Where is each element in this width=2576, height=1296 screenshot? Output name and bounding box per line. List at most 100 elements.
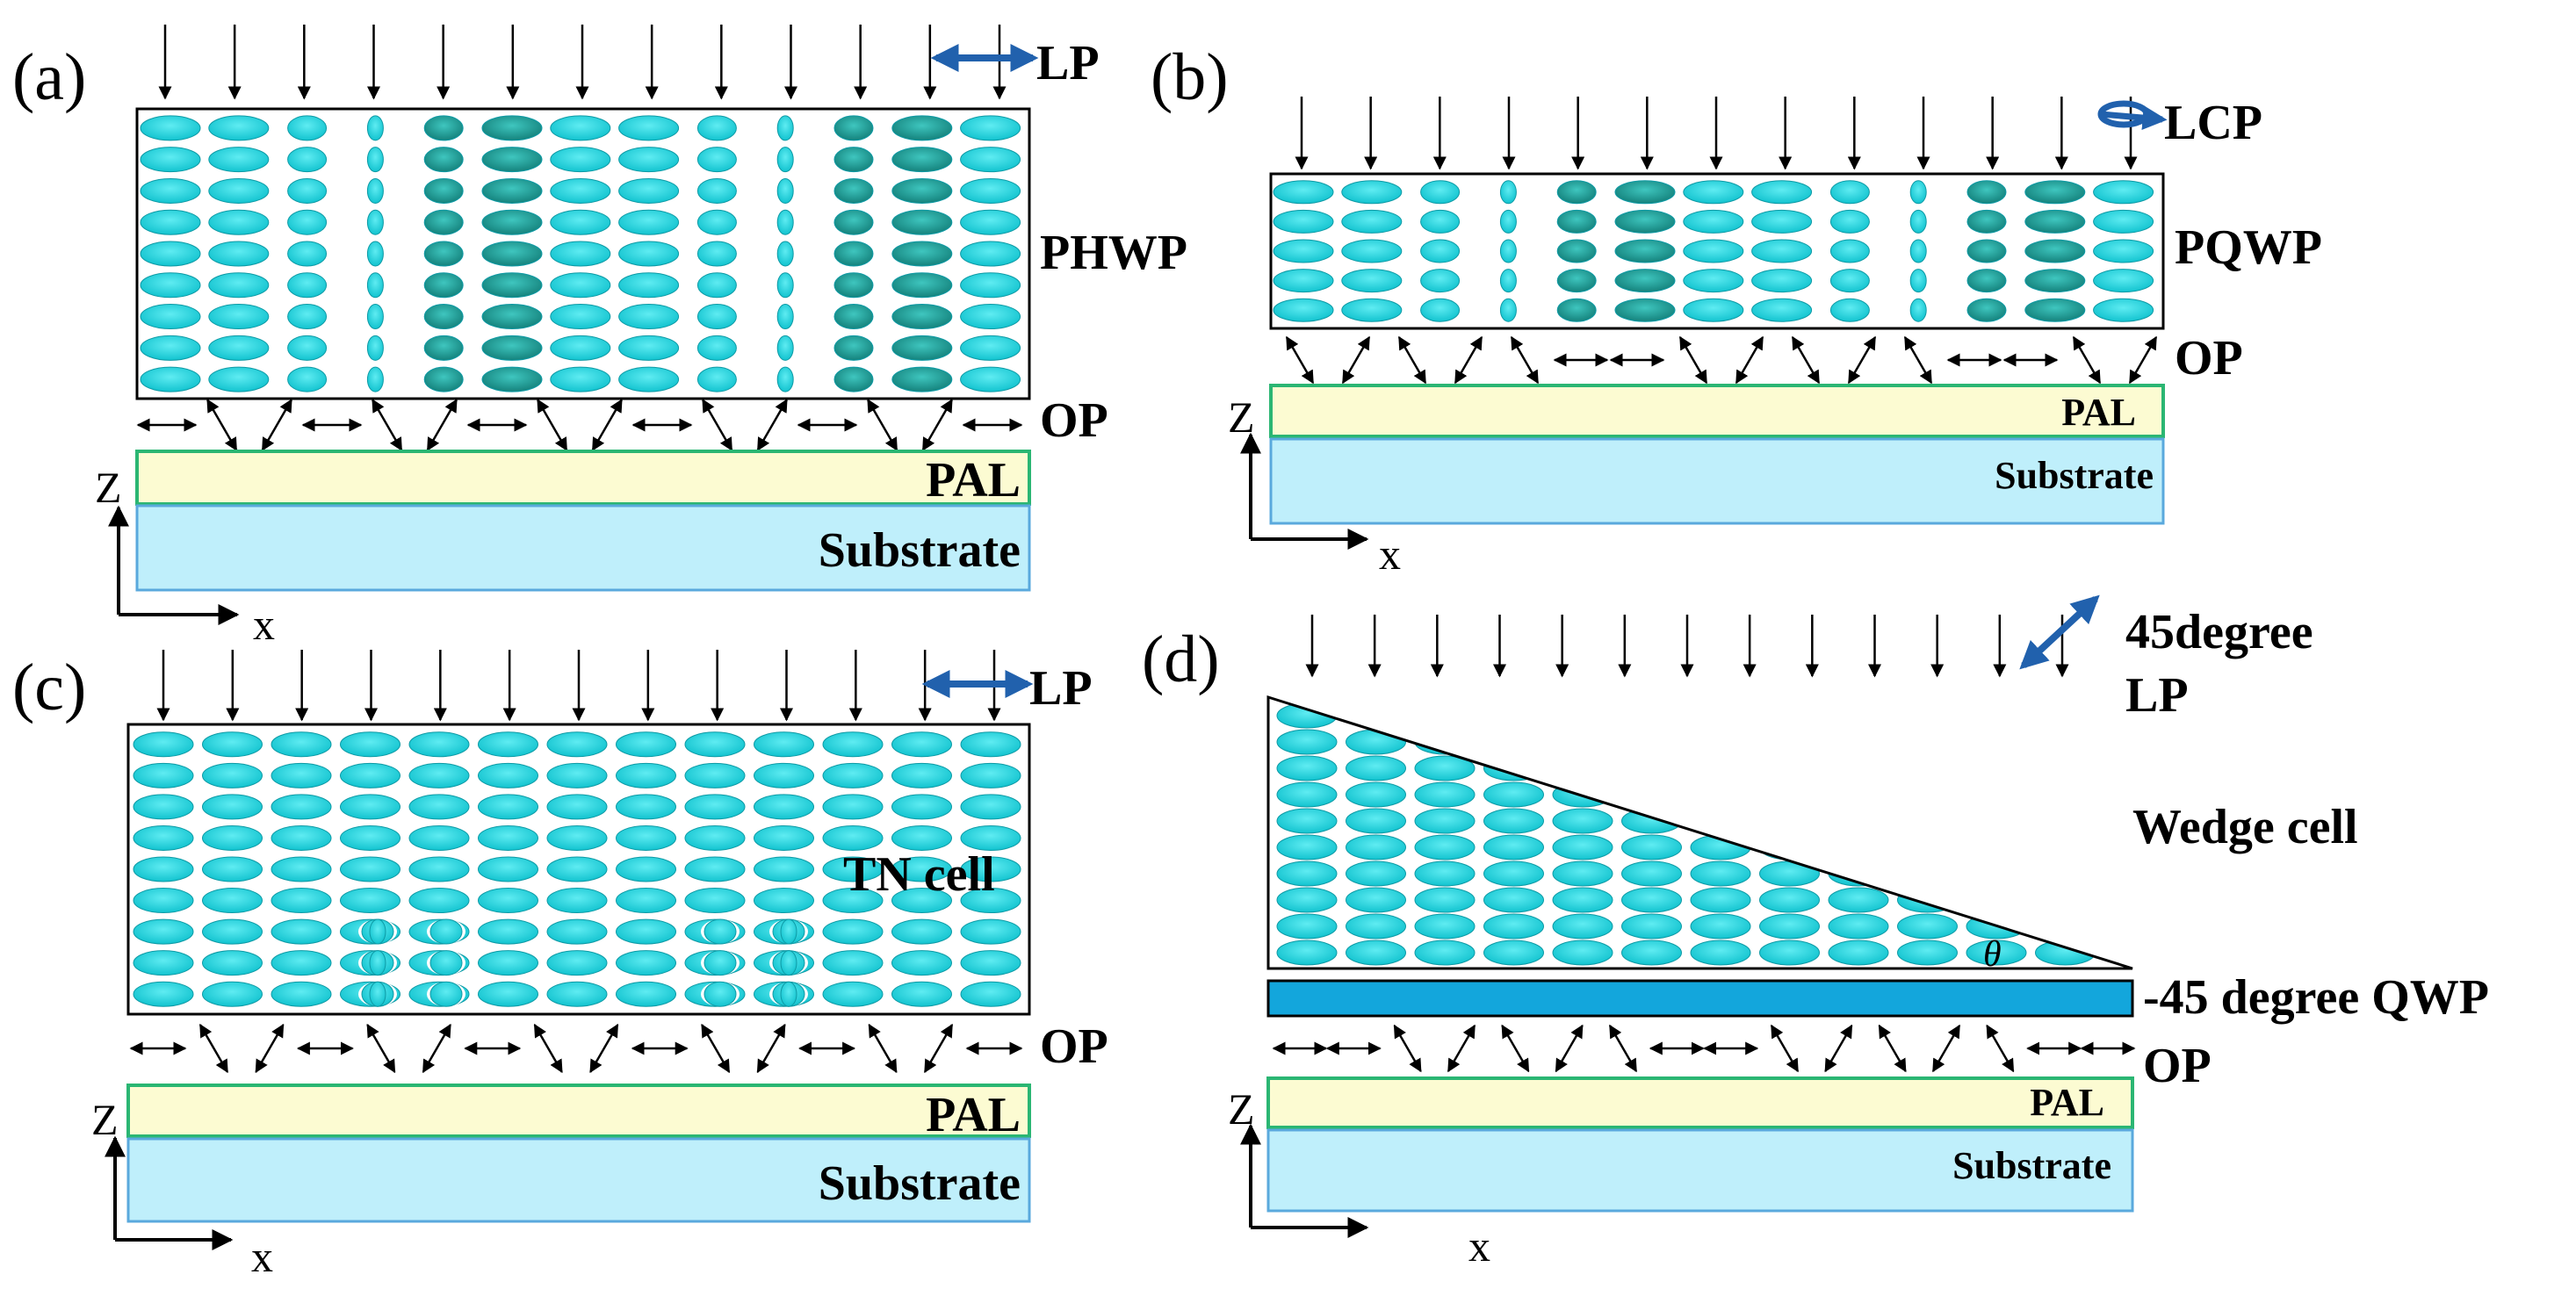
lc-molecule: [208, 209, 270, 235]
orientation-arrow-icon: [702, 399, 733, 451]
lc-molecule: [366, 304, 384, 330]
op-label: OP: [2175, 331, 2243, 385]
lc-molecule: [776, 209, 794, 235]
lc-molecule: [369, 981, 386, 1007]
lc-molecule: [696, 304, 737, 330]
lc-molecule: [429, 918, 463, 945]
lc-molecule: [550, 366, 611, 392]
lc-molecule: [776, 115, 794, 141]
lc-molecule: [754, 824, 814, 851]
lc-molecule: [1556, 180, 1597, 205]
lc-molecule: [478, 950, 538, 976]
lc-molecule: [1683, 269, 1744, 293]
lc-molecule: [208, 304, 270, 330]
lc-molecule: [546, 731, 608, 758]
axes: Z x: [95, 463, 275, 649]
cell-label: TN cell: [843, 847, 995, 902]
lc-molecule: [833, 115, 874, 141]
lc-molecule: [1621, 702, 1682, 729]
lc-molecule: [369, 950, 386, 976]
lc-molecule: [550, 335, 611, 361]
orientation-arrow-icon: [537, 399, 568, 451]
orientation-arrow-icon: [1608, 1024, 1638, 1073]
lc-molecule: [822, 824, 884, 851]
lc-molecule: [2035, 729, 2096, 755]
x-axis-label: x: [251, 1232, 273, 1281]
lc-molecule: [287, 209, 328, 235]
lc-molecule: [550, 304, 611, 330]
lc-molecule: [2024, 209, 2086, 234]
lc-molecule: [776, 335, 794, 361]
lc-molecule: [287, 335, 328, 361]
lc-molecule: [618, 115, 680, 141]
lc-molecule: [684, 731, 746, 758]
lc-molecule: [1759, 755, 1820, 781]
lc-molecule: [891, 272, 953, 299]
lc-molecule: [2035, 808, 2096, 834]
lc-molecule: [1759, 887, 1820, 913]
lc-molecule: [780, 981, 797, 1007]
lc-molecule: [1556, 269, 1597, 293]
lc-molecule: [960, 856, 1021, 882]
lc-molecule: [366, 147, 384, 173]
orientation-arrow-icon: [923, 1023, 954, 1074]
x-axis-label: x: [253, 600, 275, 649]
lc-molecule: [754, 762, 814, 788]
lc-molecule: [696, 209, 737, 235]
lc-molecule: [366, 209, 384, 235]
lc-molecule: [1273, 209, 1334, 234]
lc-molecule: [1829, 298, 1870, 322]
lc-molecule: [366, 335, 384, 361]
circular-polarization-icon: [2097, 100, 2168, 131]
lc-molecule: [133, 731, 194, 758]
lc-molecule: [2103, 755, 2132, 781]
lc-molecule: [891, 335, 953, 361]
lc-molecule: [1346, 860, 1406, 887]
lc-molecule: [202, 731, 263, 758]
lc-molecule: [1346, 834, 1406, 860]
lc-molecule: [366, 241, 384, 267]
lc-molecule: [1621, 781, 1682, 808]
lc-molecule: [684, 794, 746, 820]
panel-a-label: (a): [12, 40, 86, 114]
lc-molecule: [423, 147, 464, 173]
lc-molecule: [618, 272, 680, 299]
orientation-arrow-icon: [1878, 1024, 1907, 1073]
lc-molecule: [546, 824, 608, 851]
substrate-layer: [1269, 437, 2165, 525]
incident-light-arrows: [156, 650, 1001, 722]
lc-molecule: [408, 824, 470, 851]
lc-molecule: [423, 177, 464, 204]
lc-molecule: [684, 762, 746, 788]
lc-molecule: [1341, 269, 1403, 293]
lc-molecule: [2093, 180, 2154, 205]
substrate-label: Substrate: [1995, 454, 2154, 497]
lc-molecule: [1483, 808, 1544, 834]
incident-light-arrows: [1305, 615, 2069, 678]
orientation-arrow-icon: [1824, 1024, 1853, 1073]
lc-molecule: [550, 147, 611, 173]
lc-molecule: [140, 115, 201, 141]
lc-molecule: [1483, 729, 1544, 755]
lc-molecule: [754, 794, 814, 820]
lc-molecule: [1483, 702, 1544, 729]
lc-molecule: [140, 209, 201, 235]
lc-molecule: [833, 177, 874, 204]
lc-molecule: [1828, 702, 1889, 729]
lc-molecule: [1276, 940, 1338, 966]
lc-molecule: [1966, 755, 2027, 781]
lc-molecule: [1556, 239, 1597, 263]
lc-molecule: [2103, 729, 2132, 755]
lc-molecule: [1966, 209, 2007, 234]
panel-c-label: (c): [12, 651, 86, 724]
lc-molecule: [1966, 298, 2007, 322]
lc-molecule: [550, 241, 611, 267]
lc-molecule: [1690, 729, 1751, 755]
lc-molecule: [208, 366, 270, 392]
lc-molecule: [2024, 239, 2086, 263]
orientation-arrow-icon: [867, 399, 898, 451]
lc-molecule: [960, 335, 1021, 361]
lc-molecule: [1759, 781, 1820, 808]
orientation-arrow-icon: [756, 1023, 786, 1074]
lc-molecule: [704, 981, 737, 1007]
